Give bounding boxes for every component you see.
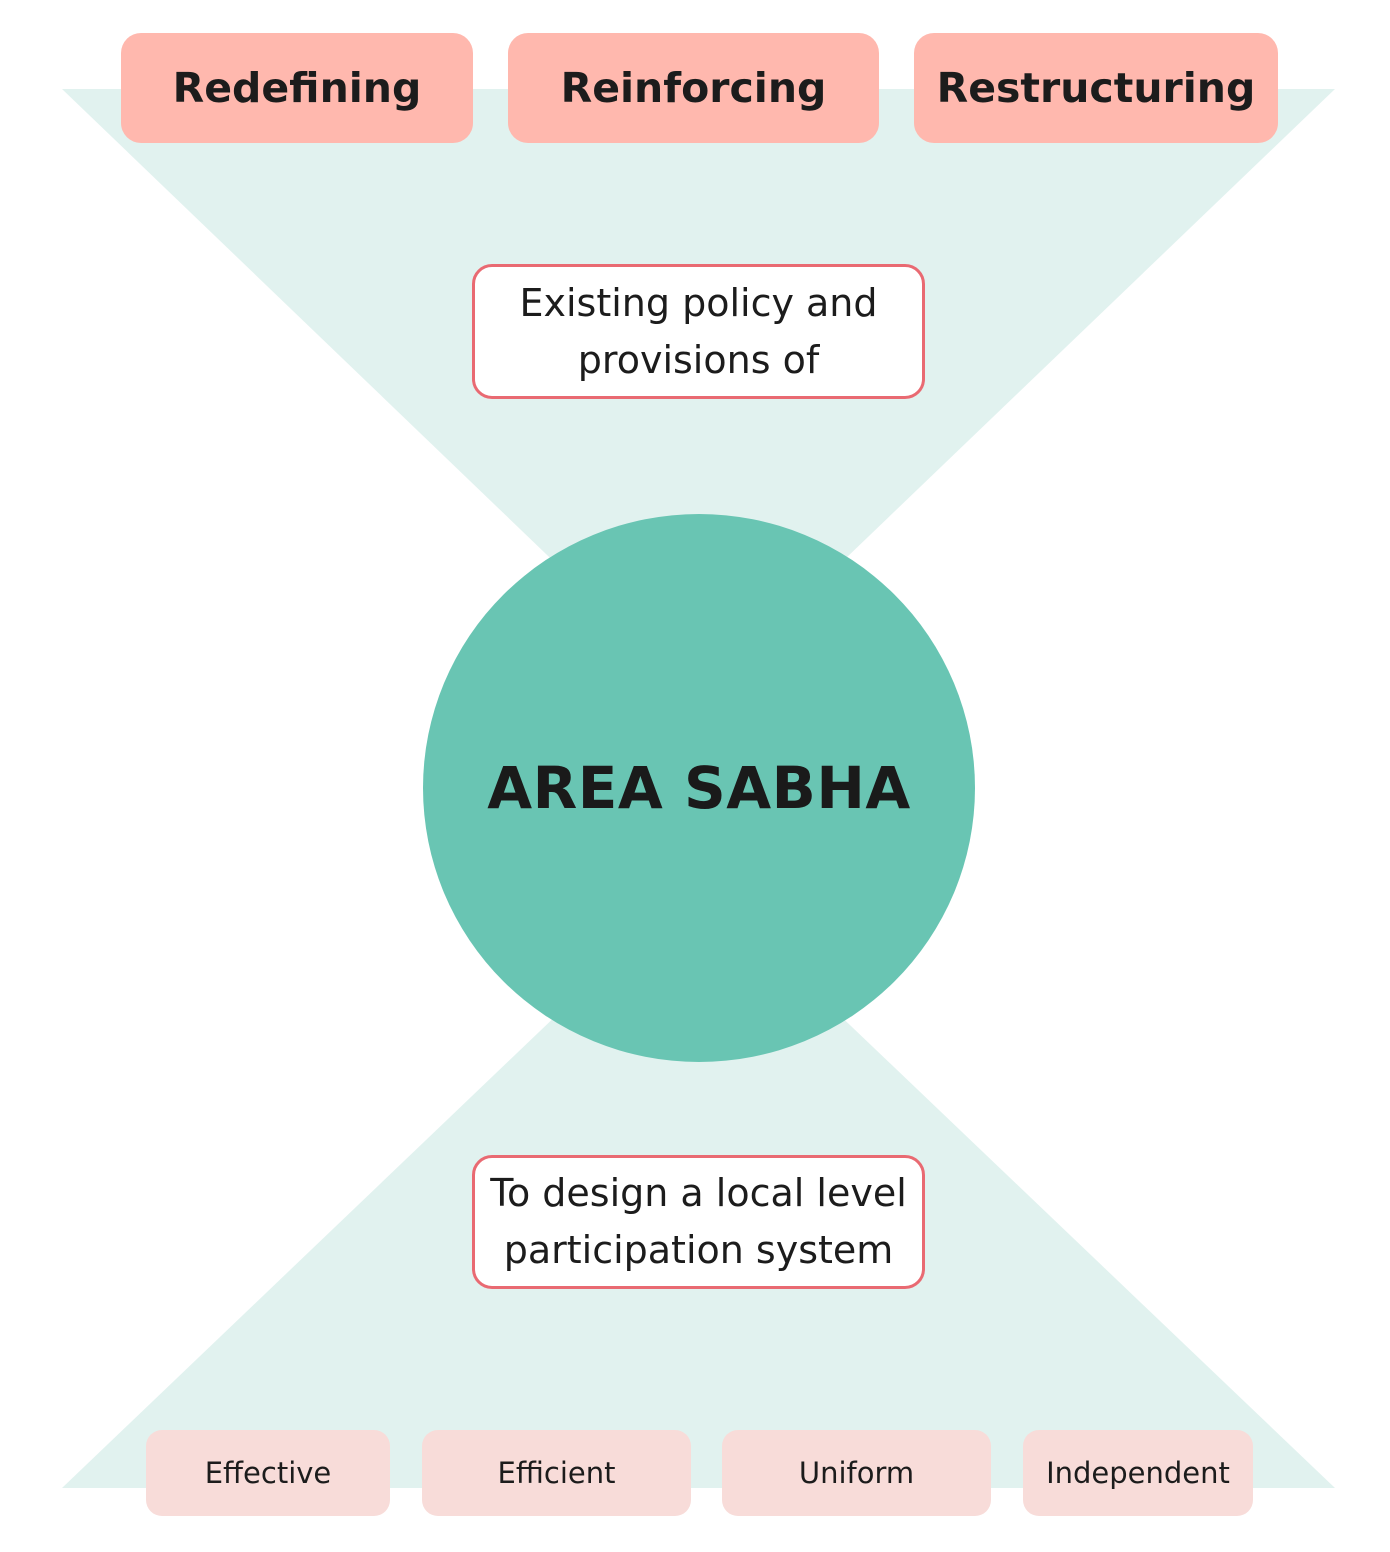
existing-policy-line-2: provisions of <box>577 337 820 382</box>
redefining-label: Redefining <box>172 64 422 112</box>
redefining-box: Redefining <box>121 33 473 143</box>
effective-box: Effective <box>146 1430 390 1516</box>
design-goal-line-1: To design a local level <box>490 1171 907 1215</box>
design-goal-note: To design a local level participation sy… <box>472 1155 925 1289</box>
restructuring-box: Restructuring <box>914 33 1278 143</box>
independent-box: Independent <box>1023 1430 1253 1516</box>
reinforcing-box: Reinforcing <box>508 33 879 143</box>
uniform-box: Uniform <box>722 1430 991 1516</box>
efficient-box: Efficient <box>422 1430 691 1516</box>
effective-label: Effective <box>204 1456 332 1490</box>
area-sabha-circle: AREA SABHA <box>423 514 975 1062</box>
uniform-label: Uniform <box>798 1456 915 1490</box>
existing-policy-note: Existing policy and provisions of <box>472 264 925 399</box>
independent-label: Independent <box>1046 1456 1230 1490</box>
efficient-label: Efficient <box>497 1456 616 1490</box>
design-goal-line-2: participation system <box>503 1228 894 1272</box>
restructuring-label: Restructuring <box>936 64 1256 112</box>
existing-policy-line-1: Existing policy and <box>519 280 878 325</box>
area-sabha-label: AREA SABHA <box>487 754 911 822</box>
reinforcing-label: Reinforcing <box>560 64 827 112</box>
